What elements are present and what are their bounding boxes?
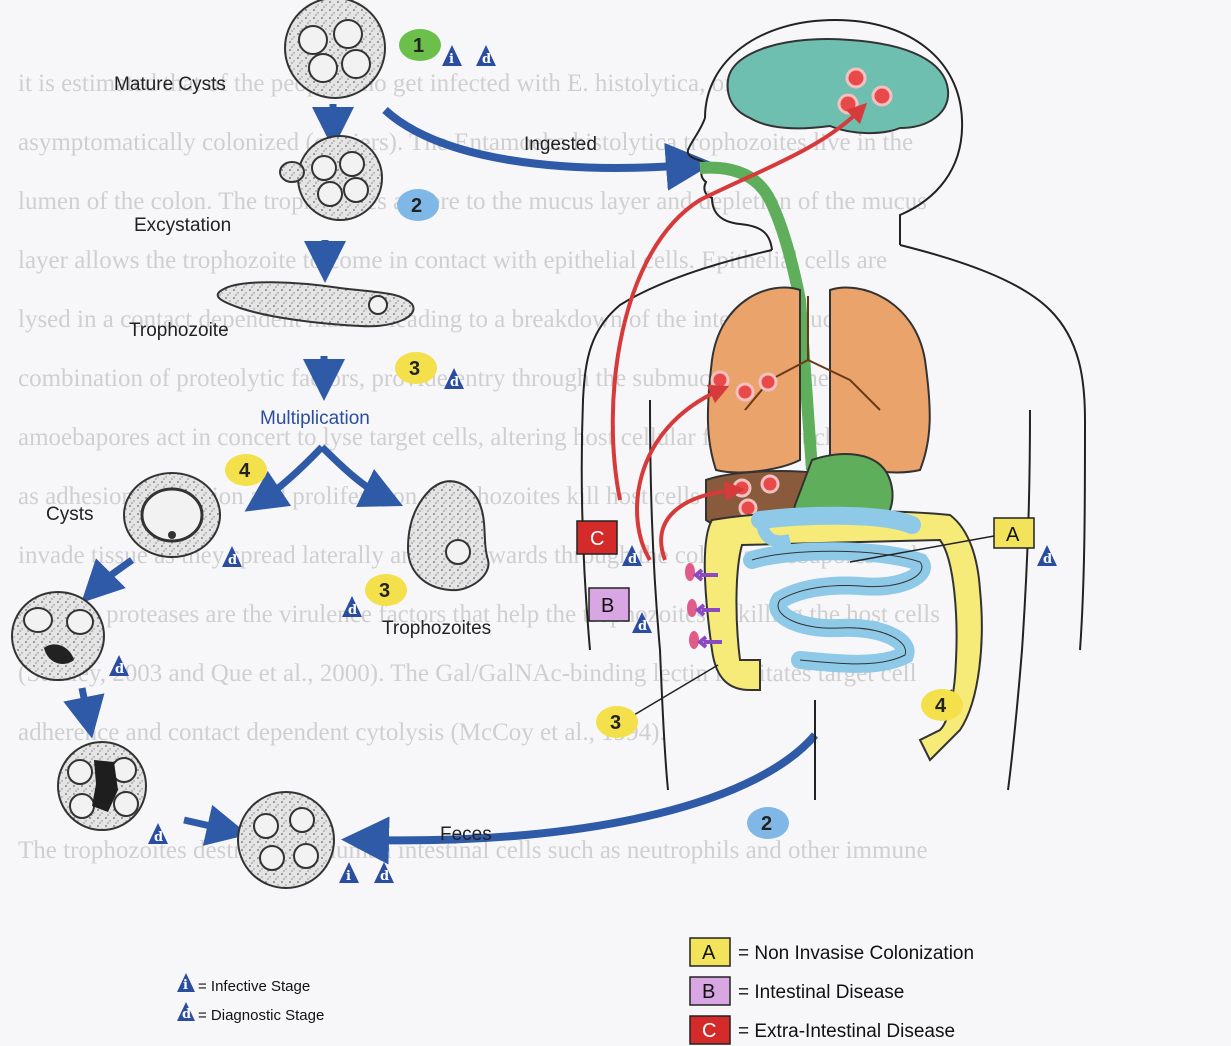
split-arrow-right: [322, 447, 384, 497]
svg-text:3: 3: [610, 712, 621, 734]
brain-illustration: [728, 39, 949, 133]
feces-label: Feces: [440, 824, 492, 845]
svg-text:3: 3: [409, 358, 420, 380]
diagnostic-stage-icon: d: [476, 45, 496, 67]
svg-text:d: d: [348, 603, 357, 618]
svg-text:d: d: [380, 869, 389, 884]
ingested-label: Ingested: [524, 134, 597, 155]
legend-a-label: = Non Invasise Colonization: [738, 943, 974, 964]
svg-text:4: 4: [239, 460, 251, 482]
svg-text:d: d: [154, 830, 163, 845]
excystation-illustration: [280, 136, 382, 220]
svg-text:A: A: [702, 942, 716, 964]
stage-4-badge: 4: [921, 689, 963, 721]
svg-text:2: 2: [761, 813, 772, 835]
binucleate-cyst-illustration: [12, 592, 104, 680]
svg-text:i: i: [183, 978, 188, 993]
legend-c-label: = Extra-Intestinal Disease: [738, 1021, 955, 1042]
svg-text:B: B: [702, 981, 715, 1003]
excystation-label: Excystation: [134, 215, 231, 236]
stage-3-badge: 3: [365, 574, 407, 606]
legend-infective-label: = Infective Stage: [198, 978, 310, 995]
stage-4-badge: 4: [225, 454, 267, 486]
diagnostic-stage-icon: d: [177, 1002, 195, 1022]
svg-text:d: d: [482, 52, 491, 67]
diagnostic-stage-icon: d: [632, 612, 652, 634]
stage-1-badge: 1: [399, 29, 441, 61]
svg-text:B: B: [601, 595, 614, 617]
trophozoites-label: Trophozoites: [382, 618, 491, 639]
multiplication-label: Multiplication: [260, 408, 370, 429]
infective-stage-icon: i: [442, 45, 462, 67]
svg-text:d: d: [638, 619, 647, 634]
diagnostic-stage-icon: d: [1037, 545, 1057, 567]
legend-disease-types: A = Non Invasise Colonization B = Intest…: [690, 938, 974, 1044]
legend-stage-types: i = Infective Stage d = Diagnostic Stage: [177, 973, 324, 1024]
stage-3-badge: 3: [395, 352, 437, 384]
diagnostic-stage-icon: d: [622, 545, 642, 567]
mature-cyst-illustration: [285, 0, 385, 98]
lungs-illustration: [708, 288, 930, 473]
svg-text:d: d: [450, 375, 459, 390]
cysts-label: Cysts: [46, 504, 94, 525]
trophozoites-illustration: [408, 481, 488, 590]
svg-text:2: 2: [411, 195, 422, 217]
svg-text:3: 3: [379, 580, 390, 602]
svg-text:d: d: [628, 552, 637, 567]
svg-text:4: 4: [935, 695, 947, 717]
svg-text:i: i: [346, 869, 351, 884]
cyst-illustration: [124, 473, 220, 557]
excreted-cyst-illustration: [238, 792, 334, 888]
diagnostic-stage-icon: d: [148, 823, 168, 845]
marker-c: C: [577, 521, 617, 554]
diagnostic-stage-icon: d: [342, 596, 362, 618]
svg-text:A: A: [1006, 524, 1020, 546]
legend-diagnostic-label: = Diagnostic Stage: [198, 1007, 324, 1024]
diagnostic-stage-icon: d: [374, 862, 394, 884]
split-arrow-left: [262, 447, 322, 500]
marker-b: B: [589, 588, 629, 621]
trophozoite-label: Trophozoite: [129, 320, 229, 341]
marker-a: A: [994, 518, 1034, 548]
diagnostic-stage-icon: d: [222, 546, 242, 568]
cycle-arrow-icon: [96, 560, 132, 588]
svg-text:C: C: [590, 528, 604, 550]
infective-stage-icon: i: [339, 862, 359, 884]
svg-text:C: C: [702, 1020, 716, 1042]
svg-text:d: d: [182, 1007, 191, 1022]
svg-text:d: d: [228, 553, 237, 568]
stage-1-number: 1: [413, 35, 424, 57]
cycle-arrow-icon: [82, 688, 88, 718]
diagnostic-stage-icon: d: [444, 368, 464, 390]
stage-3-badge: 3: [596, 706, 638, 738]
cycle-arrow-icon: [184, 820, 228, 830]
stage-2-badge: 2: [747, 807, 789, 839]
quadrinucleate-cyst-illustration: [58, 742, 146, 830]
svg-text:d: d: [115, 662, 124, 677]
svg-text:i: i: [449, 52, 454, 67]
diagnostic-stage-icon: d: [109, 655, 129, 677]
trophozoite-illustration: [218, 282, 414, 326]
mature-cysts-label: Mature Cysts: [114, 74, 226, 95]
svg-text:d: d: [1043, 552, 1052, 567]
stage-2-badge: 2: [397, 189, 439, 221]
infective-stage-icon: i: [177, 973, 195, 993]
legend-b-label: = Intestinal Disease: [738, 982, 904, 1003]
pointer-line-stage3: [634, 665, 718, 715]
